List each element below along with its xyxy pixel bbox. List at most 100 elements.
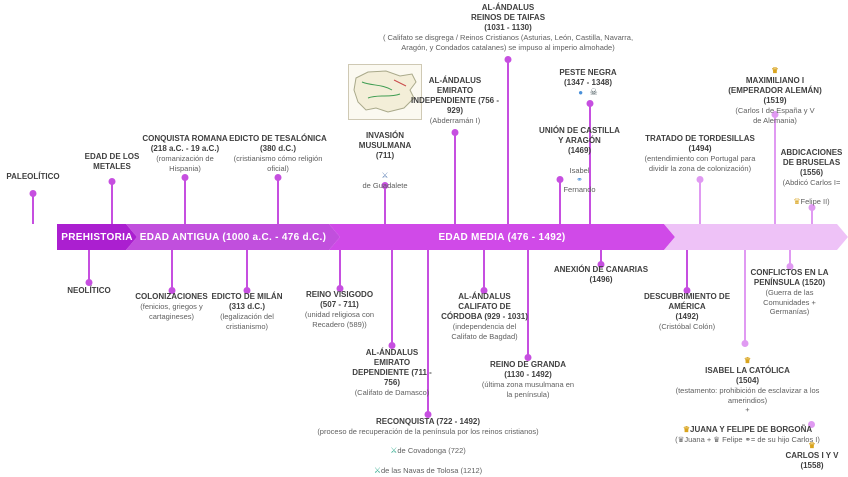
event-reino-visigodo: REINO VISIGODO (507 - 711) (unidad relig… [292,290,387,329]
timeline-connector [88,250,90,280]
event-subtitle: (Carlos I de España y V de Alemania) [735,106,815,125]
timeline-connector [184,180,186,224]
event-title: ABDICACIONES DE BRUSELAS (1556) [780,148,843,177]
event-title: CONQUISTA ROMANA (218 a.C. - 19 a.C.) [142,134,228,153]
event-subtitle: (entendimiento con Portugal para dividir… [644,154,756,173]
event-subtitle: (testamento: prohibición de esclavizar a… [675,386,820,405]
event-subtitle: (cristianismo cómo religión oficial) [233,154,323,173]
event-title-text: MAXIMILIANO I [745,76,805,85]
timeline-connector [527,250,529,355]
event-paleolitico: PALEOLÍTICO [1,172,65,182]
timeline-connector [507,62,509,224]
event-subtitle: (independencia del Califato de Bagdad) [451,322,518,341]
event-title: PESTE NEGRA (1347 - 1348) [559,68,617,87]
timeline-connector [384,188,386,224]
event-title-text: ISABEL LA CATÓLICA [705,366,790,375]
crown-icon: ♛ [793,197,801,207]
battle-icon: ⚔ [373,465,381,475]
event-descubrimiento-de-america: DESCUBRIMIENTO DE AMÉRICA (1492) (Cristó… [632,292,742,332]
event-reinos-de-taifas: AL-ÁNDALUS REINOS DE TAIFAS (1031 - 1130… [363,3,653,52]
event-title: EDICTO DE TESALÓNICA (380 d.C.) [229,134,327,153]
event-subtitle: (última zona musulmana en la península) [481,380,575,399]
event-subtitle-text: Felipe II) [800,197,830,207]
timeline-connector [600,250,602,262]
event-califato-de-cordoba: AL-ÁNDALUS CALIFATO DE CÓRDOBA (929 - 10… [432,292,537,341]
plus-separator: + [745,405,750,415]
segment-label: PREHISTORIA [61,231,133,243]
timeline-connector [789,250,791,264]
event-subtitle: (proceso de recuperación de la península… [317,427,539,436]
event-subtitle: Isabel ⚭ Fernando [532,156,627,195]
event-title: TRATADO DE TORDESILLAS (1494) [645,134,755,153]
event-title: INVASIÓN MUSULMANA (711) [358,131,412,160]
event-subtitle: (Abdicó Carlos I= [782,178,841,187]
segment-label: EDAD MEDIA (476 - 1492) [438,231,566,243]
event-title: DESCUBRIMIENTO DE AMÉRICA (1492) [643,292,731,321]
event-maximiliano-i: ♛ MAXIMILIANO I (EMPERADOR ALEMÁN) (1519… [720,56,830,125]
battle-icon: ⚔ [381,170,389,180]
event-title: AL-ÁNDALUS EMIRATO DEPENDIENTE (711 - 75… [352,348,432,387]
timeline-segment-edad-media: EDAD MEDIA (476 - 1492) [329,224,675,250]
event-tratado-de-tordesillas: TRATADO DE TORDESILLAS (1494) (entendimi… [635,134,765,173]
timeline-connector [111,184,113,224]
event-title: REINO DE GRANDA (1130 - 1492) [489,360,566,379]
crown-icon: ♛ [808,441,816,450]
event-subtitle: (romanización de Hispania) [156,154,214,173]
crown-icon: ♛ [743,356,752,365]
event-isabel-la-catolica: ♛ ISABEL LA CATÓLICA (1504) (testamento:… [650,346,845,444]
battle-line: ⚔de las Navas de Tolosa (1212) [298,456,558,476]
marriage-rings-icon: ⚭ [576,175,583,185]
timeline-connector [811,210,813,224]
event-invasion-musulmana: INVASIÓN MUSULMANA (711) ⚔ de Guadalete [340,131,430,190]
crown-icon: ♛ [771,66,779,75]
event-conflictos-en-la-peninsula: CONFLICTOS EN LA PENÍNSULA (1520) (Guerr… [742,268,837,317]
event-title: EDAD DE LOS METALES [84,152,140,171]
event-abdicaciones-de-bruselas: ABDICACIONES DE BRUSELAS (1556) (Abdicó … [774,148,848,207]
event-carlos-i-y-v: ♛ CARLOS I Y V (1558) [772,431,848,471]
event-subtitle: ⚔ de Guadalete [340,161,430,190]
timeline-connector [171,250,173,288]
groom-name: Fernando [563,185,596,195]
timeline-connector [699,182,701,224]
timeline-connector [483,250,485,288]
event-conquista-romana: CONQUISTA ROMANA (218 a.C. - 19 a.C.) (r… [135,134,235,173]
event-edicto-de-tesalonica: EDICTO DE TESALÓNICA (380 d.C.) (cristia… [223,134,333,173]
timeline-connector [774,117,776,224]
event-title-text: CARLOS I Y V [785,451,839,460]
event-subtitle: (Abderramán I) [429,116,481,125]
timeline-connector [744,250,746,341]
timeline-connector [427,250,429,412]
event-title: (EMPERADOR ALEMÁN) (1519) [728,86,822,105]
event-title: AL-ÁNDALUS CALIFATO DE CÓRDOBA (929 - 10… [441,292,528,321]
event-subtitle: ♛Felipe II) [774,188,848,208]
event-title: AL-ÁNDALUS REINOS DE TAIFAS (1031 - 1130… [470,3,546,32]
skull-icon: ☠ [589,87,598,97]
timeline-connector [32,196,34,224]
event-title: (1504) [735,376,760,385]
event-subtitle: (Califato de Damasco) [354,388,430,397]
segment-label: EDAD ANTIGUA (1000 a.C. - 476 d.C.) [139,231,327,243]
event-title: RECONQUISTA (722 - 1492) [375,417,481,426]
event-edad-de-los-metales: EDAD DE LOS METALES [77,152,147,172]
event-title: CONFLICTOS EN LA PENÍNSULA (1520) [750,268,829,287]
plague-icon: ● [578,88,584,97]
timeline-connector [454,135,456,224]
event-title: COLONIZACIONES [135,292,208,301]
event-title-text: JUANA Y FELIPE DE BORGOÑA [690,424,813,434]
event-subtitle: (Guerra de las Comunidades + Germanías) [763,288,816,317]
event-title: REINO VISIGODO (507 - 711) [305,290,374,309]
event-anexion-de-canarias: ANEXIÓN DE CANARIAS (1496) [546,265,656,285]
event-title: ♛ ISABEL LA CATÓLICA [650,346,845,376]
event-subtitle: (♛Juana + ♛ Felipe ⚭= de su hijo Carlos … [675,434,820,444]
timeline-segment-edad-antigua: EDAD ANTIGUA (1000 a.C. - 476 d.C.) [126,224,340,250]
event-title: ♛ CARLOS I Y V [772,431,848,461]
timeline-segment-edad-moderna [664,224,848,250]
battle-line: ⚔de Covadonga (722) [298,437,558,457]
event-subtitle: (legalización del cristianismo) [220,312,274,331]
event-subtitle: (fenicios, griegos y cartagineses) [140,302,203,321]
iberian-peninsula-map [348,64,422,120]
timeline-connector [559,182,561,224]
event-colonizaciones: COLONIZACIONES (fenicios, griegos y cart… [124,292,219,321]
event-title: AL-ÁNDALUS EMIRATO INDEPENDIENTE (756 - … [410,76,500,115]
event-subtitle: (Cristóbal Colón) [658,322,716,331]
